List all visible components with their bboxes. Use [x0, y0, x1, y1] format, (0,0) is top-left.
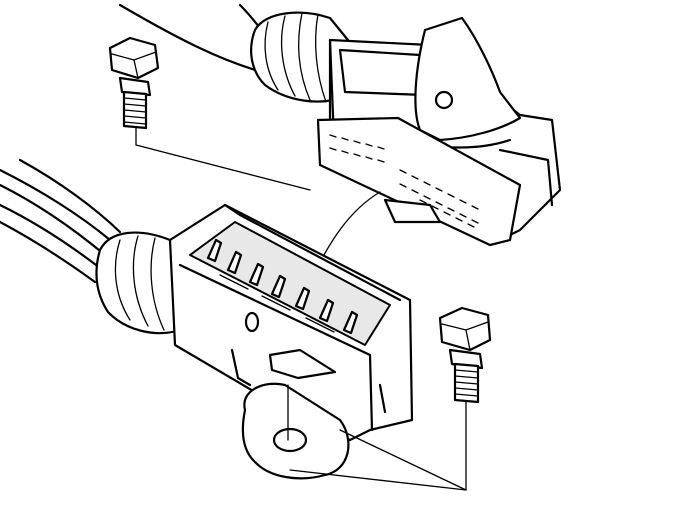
lower-connector-socket: [95, 203, 414, 480]
lower-pin-row: [206, 238, 359, 335]
bolt-top-left: [108, 36, 160, 130]
bolt-guide-lines: [135, 127, 467, 491]
upper-pin-grid: [329, 134, 479, 228]
upper-connector-plug: [250, 11, 562, 247]
bolt-right: [438, 306, 492, 404]
lower-harness-wires: [0, 158, 122, 284]
